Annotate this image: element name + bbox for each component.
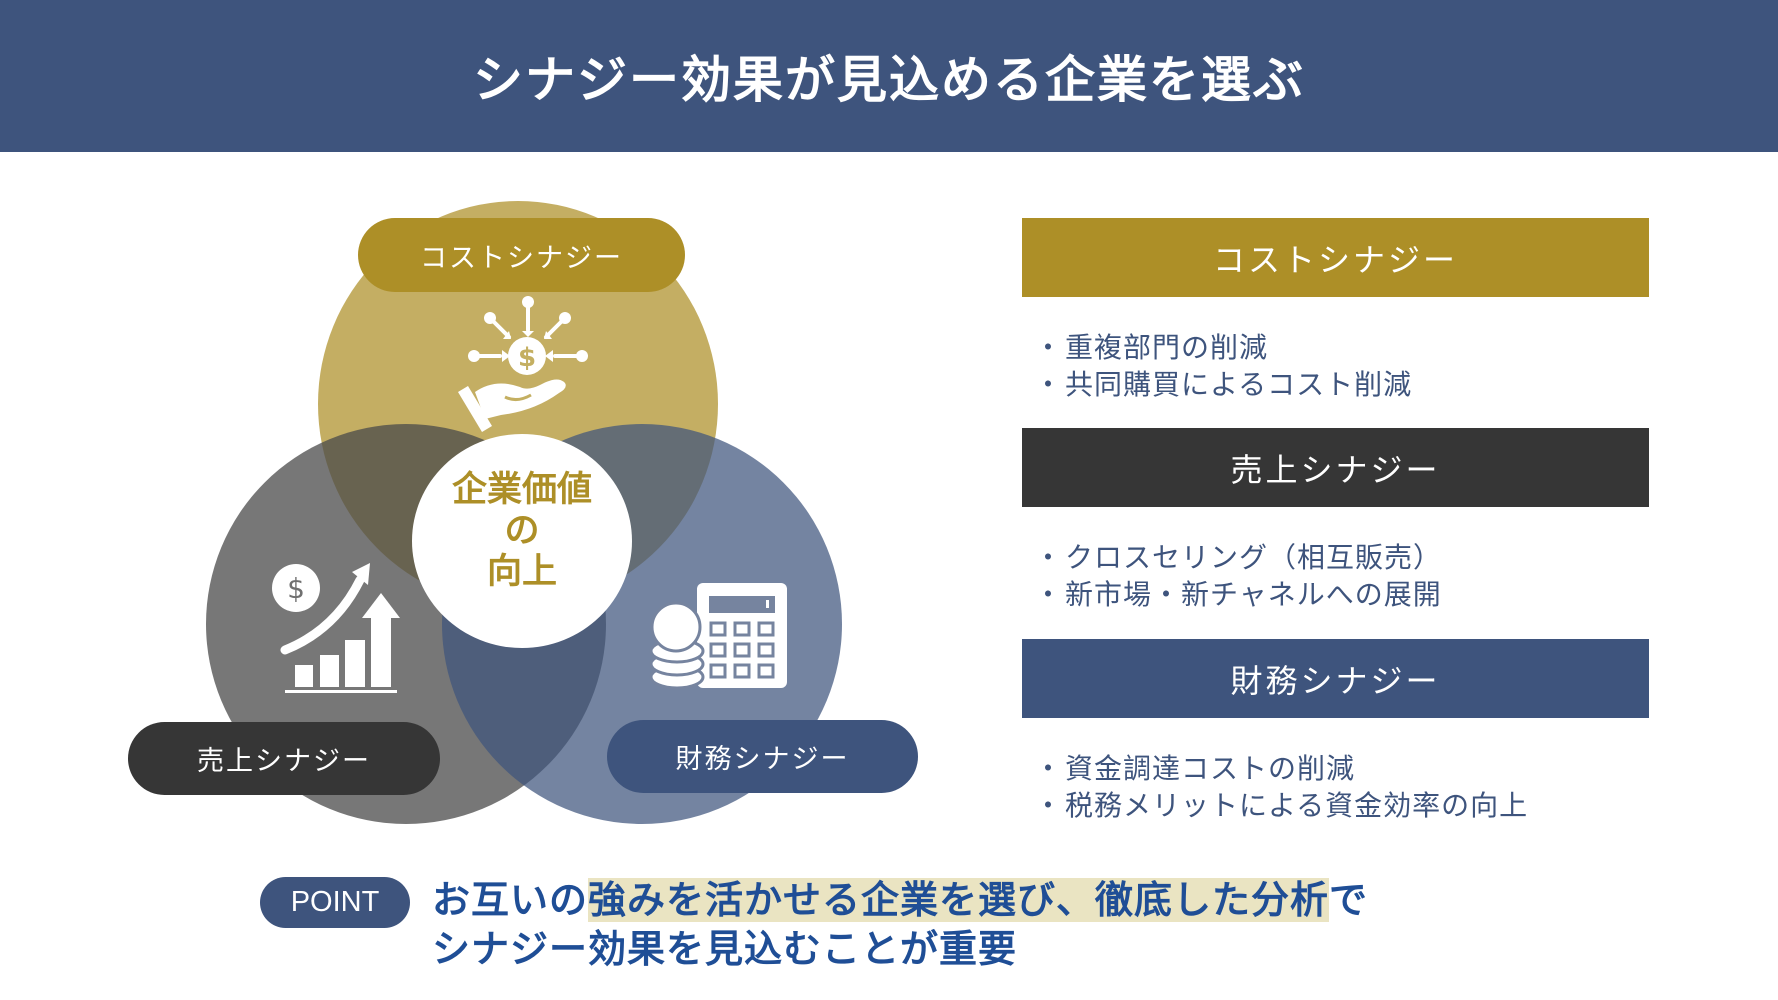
list-item: 税務メリットによる資金効率の向上 [1064, 787, 1649, 824]
list-item: 新市場・新チャネルへの展開 [1064, 576, 1649, 613]
panel-list: 重複部門の削減 共同購買によるコスト削減 [1022, 329, 1649, 403]
list-item: 資金調達コストの削減 [1064, 750, 1649, 787]
point-text: お互いの強みを活かせる企業を選び、徹底した分析で シナジー効果を見込むことが重要 [432, 876, 1368, 974]
cost-synergy-pill: コストシナジー [358, 218, 685, 292]
growth-chart-icon: $ [272, 563, 400, 693]
point-line-1-pre: お互いの [432, 878, 589, 922]
svg-text:$: $ [518, 343, 536, 373]
calculator-coins-icon [649, 583, 787, 690]
center-label: 企業価値 の 向上 [412, 470, 632, 593]
center-line: 向上 [486, 552, 557, 592]
panel-list: 資金調達コストの削減 税務メリットによる資金効率の向上 [1022, 750, 1649, 824]
center-line: の [504, 511, 540, 551]
panel-title: 財務シナジー [1022, 639, 1649, 718]
hand-coin-icon: $ [458, 296, 588, 432]
center-circle [412, 434, 632, 648]
panel-title: コストシナジー [1022, 218, 1649, 297]
list-item: 共同購買によるコスト削減 [1064, 366, 1649, 403]
point-badge: POINT [260, 877, 410, 928]
page-title: シナジー効果が見込める企業を選ぶ [473, 51, 1305, 109]
point-line-2: シナジー効果を見込むことが重要 [432, 927, 1018, 971]
svg-text:$: $ [287, 572, 305, 605]
panel-finance-synergy: 財務シナジー 資金調達コストの削減 税務メリットによる資金効率の向上 [1022, 639, 1649, 824]
point-line-1: お互いの強みを活かせる企業を選び、徹底した分析で [432, 876, 1368, 925]
panel-sales-synergy: 売上シナジー クロスセリング（相互販売） 新市場・新チャネルへの展開 [1022, 428, 1649, 613]
list-item: 重複部門の削減 [1064, 329, 1649, 366]
list-item: クロスセリング（相互販売） [1064, 539, 1649, 576]
point-highlight: 強みを活かせる企業を選び、徹底した分析 [588, 878, 1330, 922]
finance-synergy-pill: 財務シナジー [607, 720, 918, 793]
point-line-1-post: で [1329, 878, 1369, 922]
venn-diagram: $ $ [0, 0, 1000, 860]
panel-title: 売上シナジー [1022, 428, 1649, 507]
panel-cost-synergy: コストシナジー 重複部門の削減 共同購買によるコスト削減 [1022, 218, 1649, 403]
panel-list: クロスセリング（相互販売） 新市場・新チャネルへの展開 [1022, 539, 1649, 613]
header-bar: シナジー効果が見込める企業を選ぶ [0, 0, 1778, 152]
sales-synergy-pill: 売上シナジー [128, 722, 440, 795]
center-line: 企業価値 [451, 470, 592, 510]
